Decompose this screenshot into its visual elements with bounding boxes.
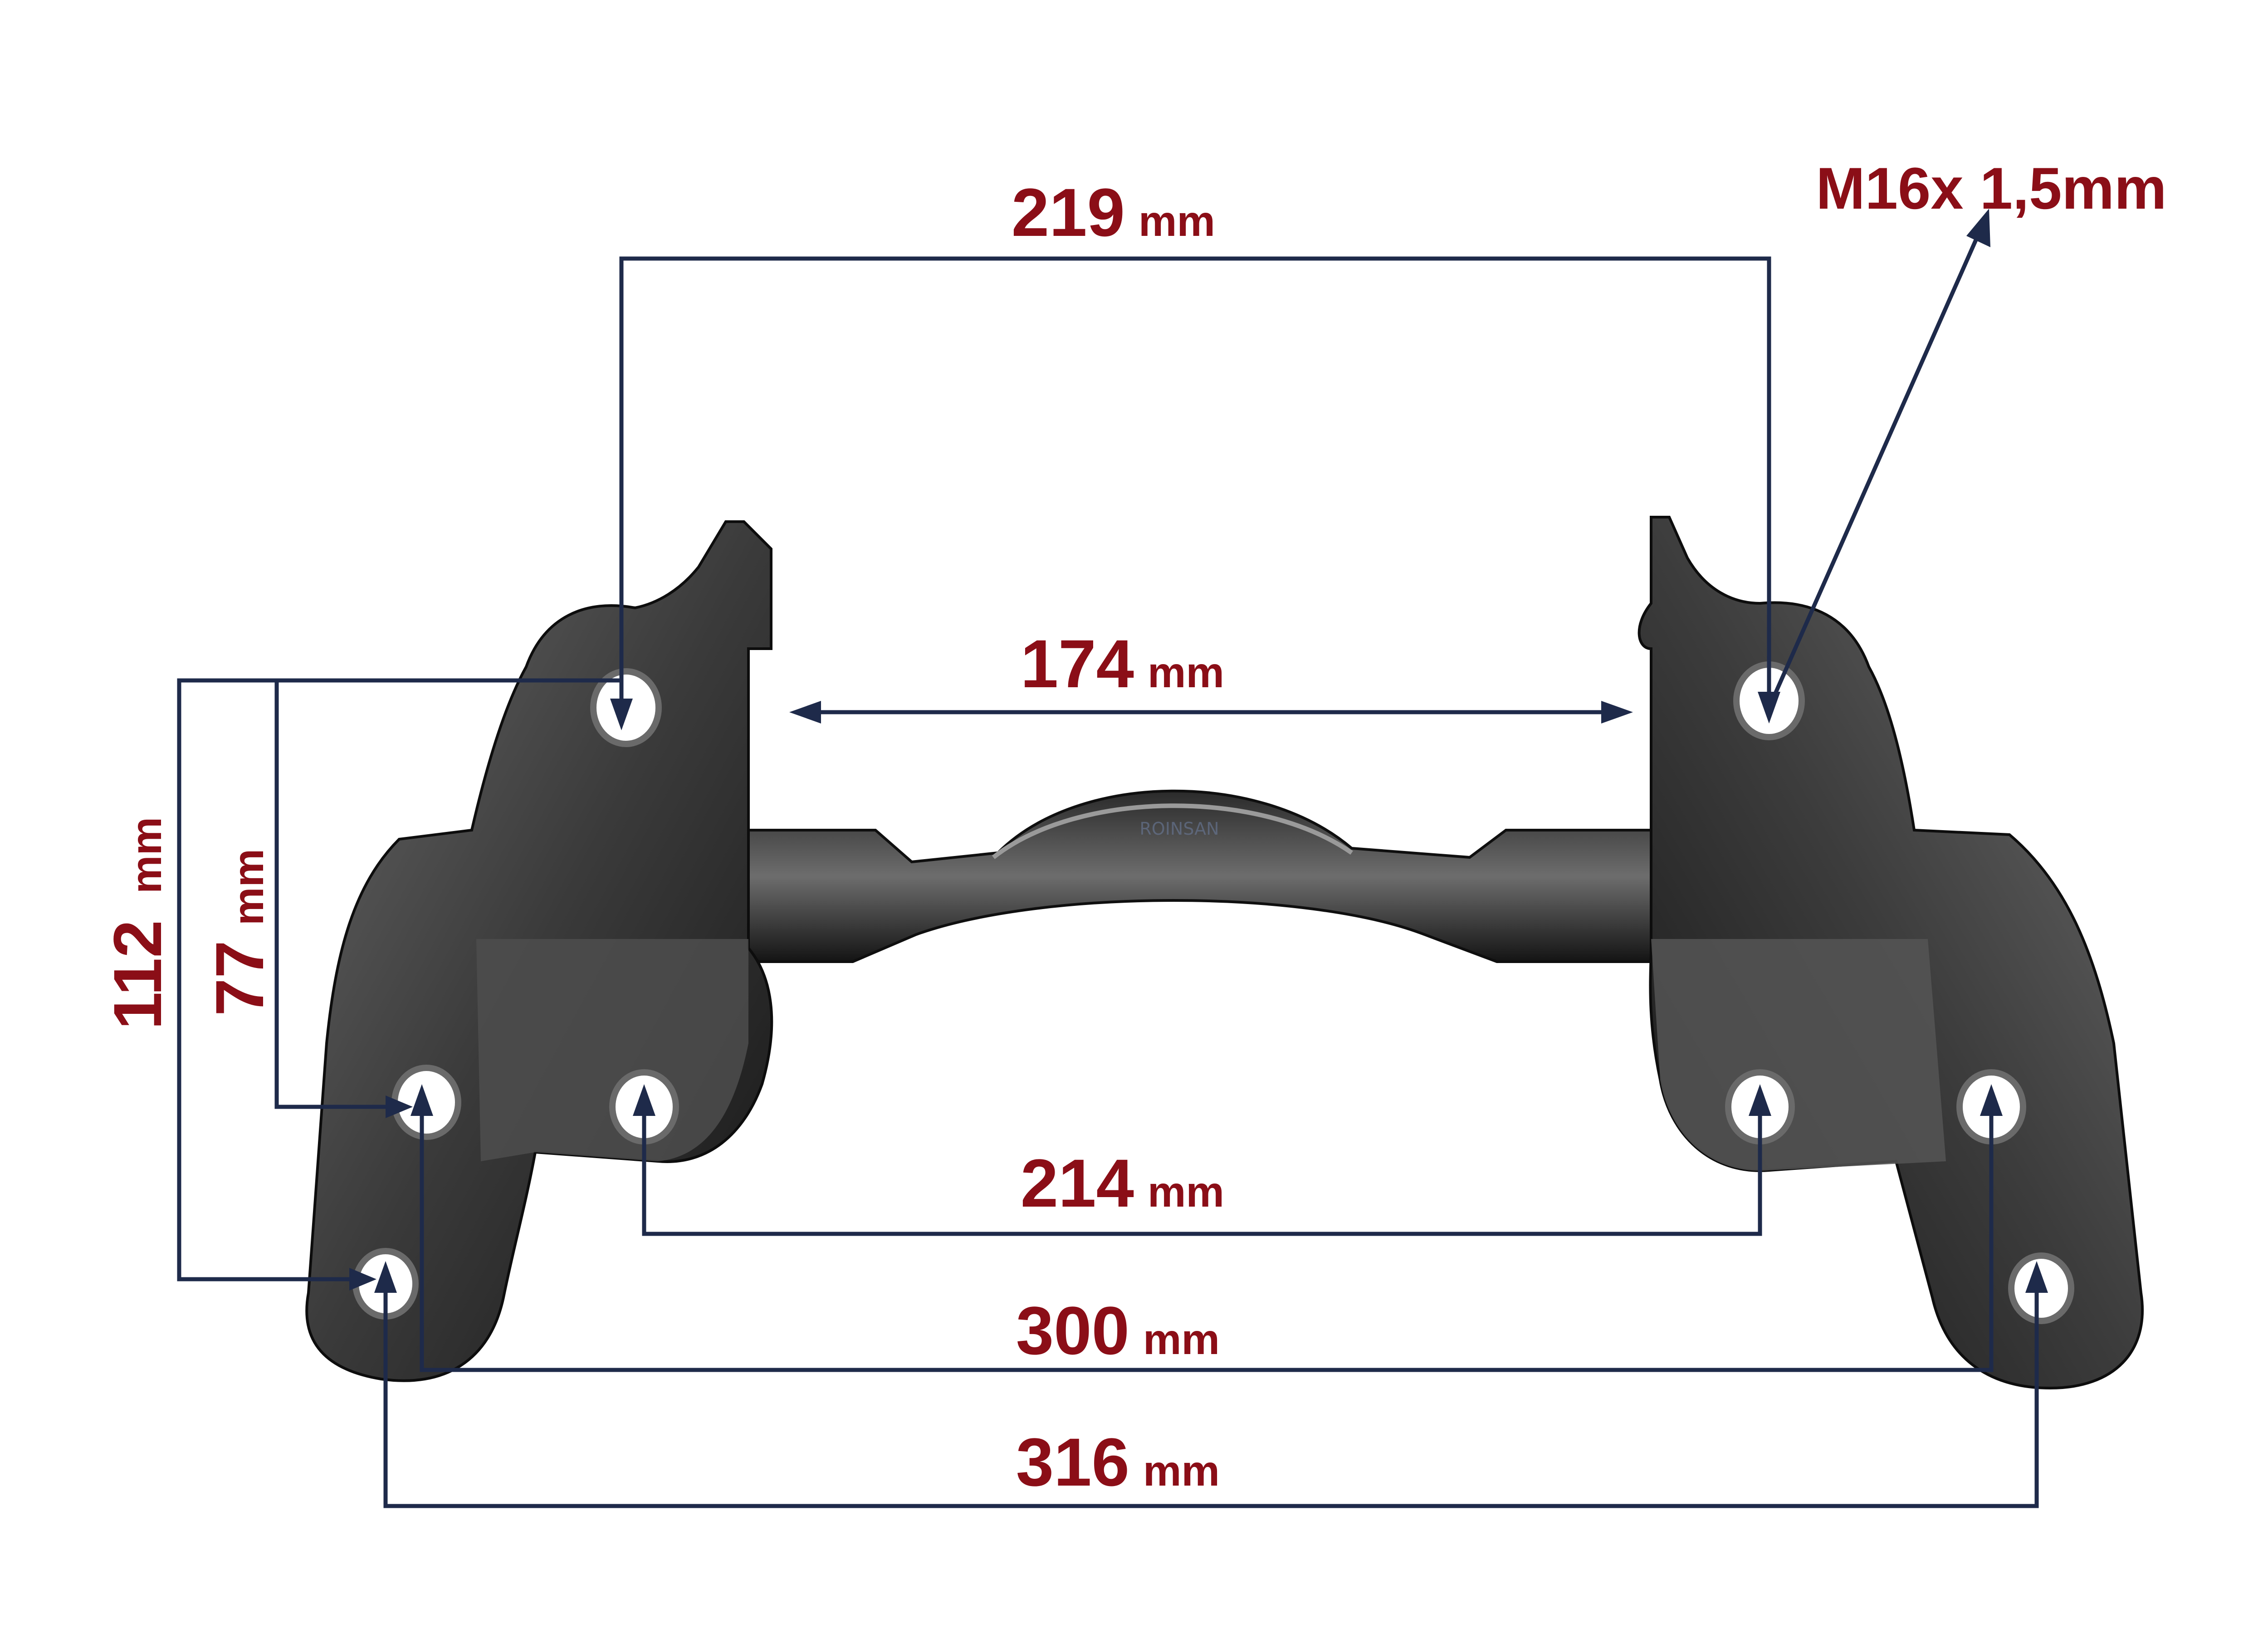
dim-line-300: [420, 1098, 1994, 1372]
label-112-group: 112 mm: [99, 817, 176, 1030]
carrier-bridge-rim: [992, 803, 1353, 859]
arrow-m16: [1966, 209, 1990, 247]
arrow-112: [349, 1268, 376, 1291]
label-m16: M16x 1,5mm: [1816, 155, 2166, 221]
carrier-bridge: [747, 789, 1652, 963]
label-112: 112: [99, 920, 176, 1030]
arrow-316-right: [2025, 1261, 2048, 1293]
label-316: 316: [1016, 1424, 1129, 1500]
label-174: 174: [1021, 626, 1134, 702]
label-77-group: 77 mm: [201, 849, 278, 1016]
arrow-174-right: [1601, 701, 1633, 724]
dim-line-214: [642, 1098, 1762, 1236]
label-77: 77: [201, 940, 278, 1016]
arrow-219-left: [610, 699, 633, 730]
label-77-unit: mm: [225, 849, 273, 925]
arrow-316-left: [374, 1261, 397, 1293]
label-112-unit: mm: [122, 817, 171, 894]
label-174-unit: mm: [1148, 649, 1224, 697]
dimension-lines: [177, 209, 2048, 1508]
arrow-300-right: [1980, 1084, 2003, 1116]
label-300-unit: mm: [1143, 1315, 1220, 1364]
label-300: 300: [1016, 1292, 1129, 1369]
arrow-214-left: [633, 1084, 655, 1116]
label-219: 219: [1012, 174, 1125, 250]
carrier-left-face: [476, 939, 748, 1161]
caliper-carrier-part: ROINSAN: [305, 516, 2144, 1390]
dim-line-77: [274, 678, 621, 1109]
dim-line-219: [619, 256, 1771, 717]
arrow-300-left: [411, 1084, 433, 1116]
label-214-unit: mm: [1148, 1168, 1224, 1216]
carrier-right-face: [1651, 939, 1946, 1171]
arrow-174-left: [789, 701, 821, 724]
arrow-77: [386, 1095, 413, 1118]
arrow-214-right: [1749, 1084, 1771, 1116]
dim-line-m16-leader: [1767, 235, 1980, 709]
dim-line-316: [383, 1275, 2039, 1508]
label-316-unit: mm: [1143, 1447, 1220, 1495]
dimension-labels: 219 mm M16x 1,5mm 174 mm 214 mm 300 mm 3…: [99, 155, 2167, 1500]
label-214: 214: [1021, 1145, 1134, 1221]
watermark-text: ROINSAN: [1139, 819, 1219, 839]
label-219-unit: mm: [1139, 197, 1215, 245]
